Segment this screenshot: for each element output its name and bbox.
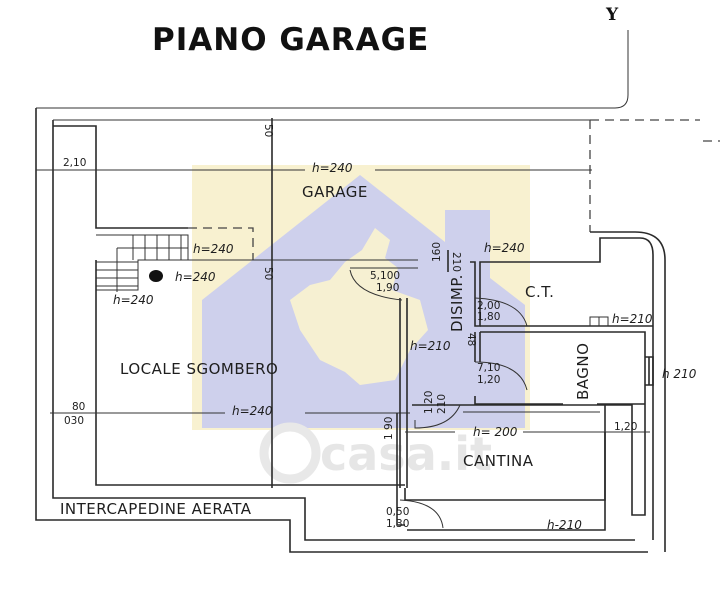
dim-door-bagno-a: 7,10 [477, 362, 500, 374]
watermark-region-shape [290, 228, 428, 385]
cantina-top-wall [412, 404, 646, 516]
watermark-logo: casa.it [192, 165, 530, 484]
dim-door-ext-a: 0,50 [386, 506, 409, 518]
height-garage: h=240 [312, 161, 353, 175]
height-ct-top: h=240 [484, 241, 525, 255]
axis-leader [36, 30, 629, 109]
watermark-brand: casa.it [320, 427, 492, 481]
height-sgombero: h=240 [232, 404, 273, 418]
dim-door-cantina-b: 210 [436, 394, 448, 414]
height-cantina-bottom: h-210 [547, 518, 582, 532]
page-title: PIANO GARAGE [152, 22, 429, 58]
dim-small-mark: 48 [465, 333, 477, 346]
room-label-garage: GARAGE [302, 183, 368, 201]
height-cantina-top: h= 200 [473, 425, 518, 439]
height-ct-window: h=210 [612, 312, 653, 326]
bagno-left-wall [474, 332, 481, 362]
dim-door-ct-b: 1,80 [477, 311, 500, 323]
dim-vert-cantina: 1 90 [383, 417, 395, 440]
door-swing-sgombero [349, 267, 418, 301]
room-label-disimpegno: DISIMP. [448, 274, 466, 332]
door-swing-cantina [414, 404, 461, 429]
dim-cantina-right: 1,20 [614, 421, 637, 433]
room-label-ct: C.T. [525, 283, 554, 301]
door-swing-exterior [399, 499, 444, 529]
dim-vert-mid: 50 [262, 267, 274, 280]
dim-opening-a: 160 [431, 242, 443, 262]
dim-door-bagno-b: 1,20 [477, 374, 500, 386]
garage-sgombero-wall [95, 260, 405, 486]
bagno-window [645, 356, 654, 386]
dim-door-ct-a: 2,00 [477, 300, 500, 312]
door-swing-bagno [474, 361, 528, 391]
room-label-cantina: CANTINA [463, 452, 534, 470]
room-label-locale-sgombero: LOCALE SGOMBERO [120, 360, 278, 378]
staircase [96, 234, 189, 292]
height-disimpegno: h=210 [410, 339, 451, 353]
door-swing-ct [474, 297, 528, 327]
dim-opening-b: 210 [450, 252, 462, 272]
height-stairs-bottom: h=240 [113, 293, 154, 307]
cantina-bottom [407, 432, 606, 531]
room-label-bagno: BAGNO [574, 343, 592, 400]
column-icon [149, 270, 163, 282]
dim-door-cantina-a: 1 20 [423, 391, 435, 414]
disimpegno-wall-left [399, 298, 408, 488]
dim-left-mid-b: 030 [64, 415, 84, 427]
landing-dashed [188, 227, 254, 260]
axis-label: Y [605, 5, 619, 25]
ct-right-wall [590, 231, 666, 552]
height-stairs-column: h=240 [175, 270, 216, 284]
cantina-left-wall [396, 413, 405, 526]
dim-door-ext-b: 1,30 [386, 518, 409, 530]
ct-bagno-wall [480, 325, 653, 405]
dim-vert-top: 50 [262, 124, 274, 137]
bagno-bottom-wall [474, 396, 645, 405]
watermark-badge-icon [259, 422, 321, 484]
dim-left-mid-a: 80 [72, 401, 85, 413]
dim-door-sgombero-b: 1,90 [376, 282, 399, 294]
left-column [53, 125, 188, 229]
dim-left-top: 2,10 [63, 157, 86, 169]
room-label-intercapedine: INTERCAPEDINE AERATA [60, 500, 252, 518]
height-stairs-landing: h=240 [193, 242, 234, 256]
height-bagno-window: h 210 [662, 367, 697, 381]
dim-door-sgombero-a: 5,100 [370, 270, 400, 282]
outer-wall [35, 108, 648, 553]
inner-wall-left [52, 120, 635, 541]
